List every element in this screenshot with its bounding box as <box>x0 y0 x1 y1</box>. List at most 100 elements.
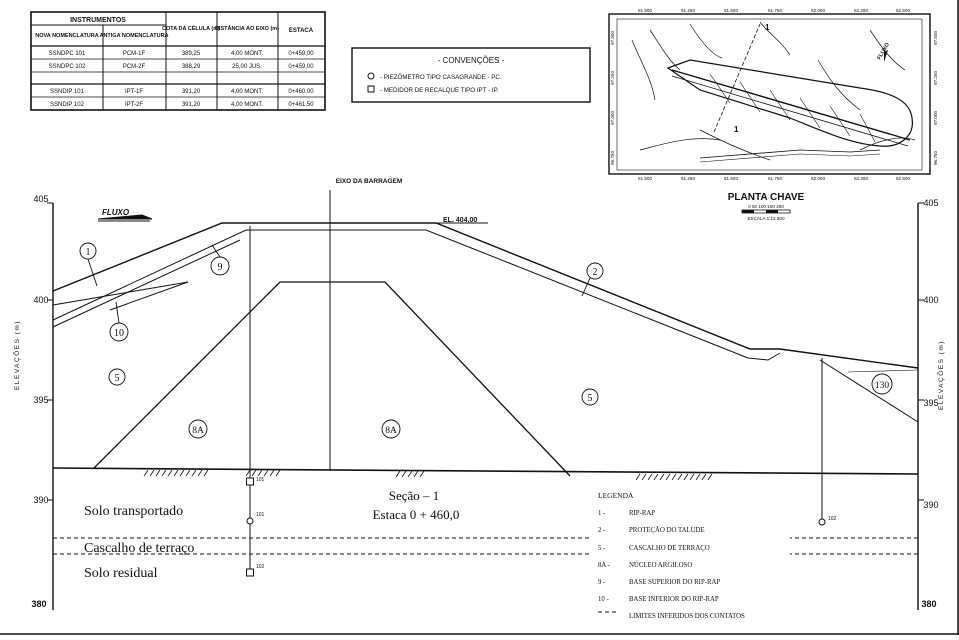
legend-code: 5 - <box>598 545 606 552</box>
y-tick-label: 390 <box>923 500 938 510</box>
legend-code: 10 - <box>598 596 609 603</box>
cell-estaca: 0+459,00 <box>288 51 314 57</box>
cell-dist: 4,00 MONT. <box>231 102 263 108</box>
section-flow-arrow-icon <box>97 214 153 222</box>
cell-dist: 25,00 JUS. <box>232 64 262 70</box>
instruments-table: INSTRUMENTOS NOVA NOMENCLATURA ANTIGA NO… <box>30 11 326 111</box>
instrument-label: 102 <box>828 516 837 522</box>
legend-text: BASE SUPERIOR DO RIP-RAP <box>629 579 720 586</box>
key-plan-tick: 51.250 <box>681 176 695 181</box>
instrument-label: 101 <box>256 512 265 518</box>
legend-code: 1 - <box>598 510 606 517</box>
conventions-box: - CONVENÇÕES - - PIEZÔMETRO TIPO CASAGRA… <box>351 47 591 103</box>
cell-nova: SSNDIP 102 <box>50 102 85 108</box>
foundation-hatch <box>143 469 713 481</box>
legend-text: LIMITES INFERIDOS DOS CONTATOS <box>629 613 745 620</box>
key-plan-tick: 51.500 <box>724 176 738 181</box>
key-plan-tick: 51.750 <box>768 176 782 181</box>
cell-cota: 391,20 <box>182 102 201 108</box>
crest-elevation-label: EL. 404,00 <box>443 217 477 224</box>
dam-cross-section <box>52 222 919 477</box>
key-plan-contours <box>631 21 916 161</box>
foundation-line <box>52 467 919 475</box>
key-plan-tick: 51.500 <box>724 8 738 13</box>
piezometer-icon <box>818 518 826 526</box>
key-plan-section-line <box>713 23 761 133</box>
cell-cota: 389,25 <box>182 51 201 57</box>
conventions-frame <box>351 47 591 103</box>
y-tick-label: 380 <box>31 599 46 609</box>
col-header-antiga: ANTIGA NOMENCLATURA <box>99 33 168 39</box>
riprap-layer-10 <box>52 281 189 311</box>
legend-text: PROTEÇÃO DO TALUDE <box>629 526 705 534</box>
key-plan-dam-axis <box>671 69 911 141</box>
key-plan-tick: 97.250 <box>610 71 615 85</box>
cell-antiga: IPT-1F <box>125 89 143 95</box>
settlement-gauge-symbol-icon <box>367 85 375 93</box>
elevation-axis-title: ELEVAÇÕES (m) <box>12 320 21 390</box>
instrument-label: 102 <box>256 564 265 570</box>
key-plan: 51.500 51.250 51.500 51.750 52.000 52.25… <box>608 8 938 221</box>
section-title: Seção – 1 <box>389 488 440 503</box>
key-plan-flow-arrow-icon <box>884 50 888 62</box>
zone-label-1: 1 <box>86 247 91 258</box>
y-tick-label: 395 <box>33 395 48 405</box>
y-tick-label: 390 <box>33 495 48 505</box>
cell-cota: 388,29 <box>182 64 201 70</box>
legend: LEGENDA 1 - RIP-RAP 2 - PROTEÇÃO DO TALU… <box>590 486 790 624</box>
settlement-gauge-icon <box>246 568 254 577</box>
cell-estaca: 0+459,00 <box>288 64 314 70</box>
elevation-axis-title: ELEVAÇÕES (m) <box>936 340 945 410</box>
instrument-label: 101 <box>256 477 265 483</box>
key-plan-tick: 97.500 <box>610 31 615 45</box>
key-plan-tick: 96.750 <box>933 151 938 165</box>
key-plan-tick: 52.000 <box>811 176 825 181</box>
dam-axis-label: EIXO DA BARRAGEM <box>336 178 403 185</box>
zone-label-8a: 8A <box>192 426 204 436</box>
cell-dist: 4,00 MONT. <box>231 51 263 57</box>
key-plan-road <box>699 149 881 159</box>
y-tick-label: 405 <box>923 198 938 208</box>
y-tick-label: 400 <box>33 295 48 305</box>
key-plan-title: PLANTA CHAVE <box>728 192 805 203</box>
riprap-base-upper <box>52 229 263 321</box>
col-header-estaca: ESTACA <box>289 28 314 34</box>
zone-leader-lines <box>87 244 591 324</box>
key-plan-tick: 52.000 <box>811 8 825 13</box>
key-plan-reservoir-outline <box>666 59 913 147</box>
key-plan-frame <box>608 13 931 175</box>
clay-core-outline <box>93 281 571 477</box>
slope-protection-inner <box>263 229 781 361</box>
y-tick-label: 405 <box>33 194 48 204</box>
legend-text: BASE INFERIOR DO RIP-RAP <box>629 596 719 603</box>
key-plan-scale-text: ESCALA 1:12.500 <box>747 216 784 221</box>
zone-130-boundary <box>819 359 919 423</box>
cell-antiga: PCM-2F <box>123 64 146 70</box>
key-plan-tick: 52.500 <box>896 8 910 13</box>
cell-nova: SSNDPC 102 <box>49 64 86 70</box>
table-frame <box>30 11 326 111</box>
key-plan-tick: 97.500 <box>933 31 938 45</box>
legend-code: 8A - <box>598 562 611 569</box>
conventions-title: - CONVENÇÕES - <box>438 56 505 65</box>
key-plan-tick: 97.000 <box>933 111 938 125</box>
key-plan-hatch <box>709 73 876 143</box>
y-tick-label: 380 <box>921 599 936 609</box>
zone-label-5: 5 <box>115 373 120 384</box>
table-group-header: INSTRUMENTOS <box>70 17 126 24</box>
zone-label-10: 10 <box>114 328 124 339</box>
cell-estaca: 0+460,00 <box>288 89 314 95</box>
section-axes: 405 400 395 390 380 405 400 395 390 380 … <box>12 194 945 610</box>
y-tick-label: 395 <box>923 398 938 408</box>
zone-label-8a: 8A <box>385 426 397 436</box>
key-plan-tick: 52.500 <box>896 176 910 181</box>
zone-label-5: 5 <box>588 393 593 404</box>
cell-estaca: 0+461,50 <box>288 102 314 108</box>
embankment-outer-profile <box>52 222 919 369</box>
section-flow-label: FLUXO <box>102 208 130 217</box>
key-plan-tick: 51.500 <box>638 8 652 13</box>
col-header-dist: DISTÂNCIA AO EIXO (m) <box>215 25 279 32</box>
settlement-gauge-icon <box>246 477 254 486</box>
key-plan-tick: 51.250 <box>681 8 695 13</box>
legend-title: LEGENDA <box>598 491 634 500</box>
